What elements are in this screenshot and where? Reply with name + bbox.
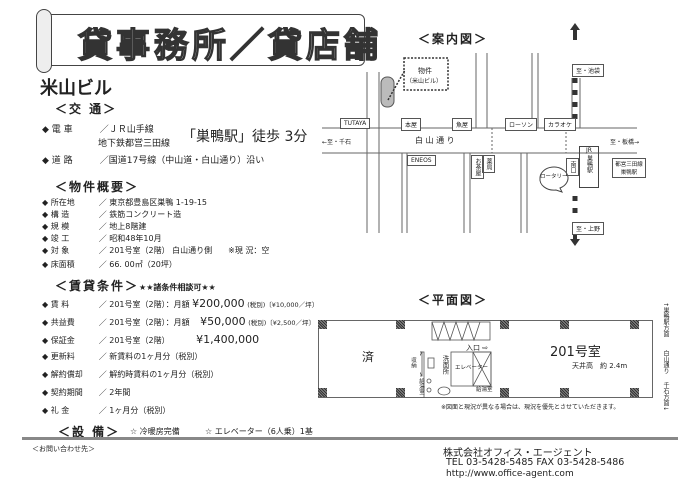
side-label-sengoku: 千石方面↓ — [662, 382, 669, 412]
ceiling-height: 天井高 約 2.4m — [572, 362, 628, 370]
company-name: 株式会社オフィス・エージェント — [443, 448, 593, 459]
terms-row: ◆ 更新料／ 新賃料の1ヶ月分（税別） — [42, 352, 203, 361]
company-phone: TEL 03-5428-5485 FAX 03-5428-5486 — [446, 457, 625, 468]
entrance-label: 入口 ⇨ — [466, 344, 489, 352]
equipment-item: ☆ エレベーター（6人乗）1基 — [205, 427, 313, 436]
divider — [22, 437, 678, 440]
train-line2: 地下鉄都営三田線 — [98, 139, 171, 149]
column — [560, 320, 569, 329]
column — [396, 388, 405, 397]
terms-row: ◆ 契約期間／ 2年間 — [42, 388, 131, 397]
elevator-label: エレベーター — [455, 365, 489, 371]
hot-water-room-label: 給湯室 — [418, 378, 424, 395]
overview-row: ◆ 構 造／ 鉄筋コンクリート造 — [42, 210, 182, 219]
karaoke-label: カラオケ — [544, 118, 577, 131]
fish-label: 魚屋 — [452, 118, 473, 131]
terms-row: ◆ 共益費／ 201号室（2階）：月額 ¥50,000 (税別)〔¥2,500／… — [42, 315, 316, 328]
column — [500, 388, 509, 397]
to-ueno-label: 至・上野 — [572, 222, 605, 235]
contact-label: ＜お問い合わせ先＞ — [32, 445, 95, 453]
overview-row: ◆ 床面積／ 66. 00㎡（20坪） — [42, 260, 177, 269]
side-label-hakusan: 白山通り — [662, 350, 669, 374]
to-ikebukuro-label: 至・池袋 — [572, 64, 605, 77]
occupied-label: 済 — [362, 350, 375, 364]
floor-plan-outline — [318, 320, 653, 398]
property-label: 物件 — [418, 67, 432, 75]
tutaya-label: TUTAYA — [340, 118, 371, 129]
terms-row: ◆ 賃 料／ 201号室（2階）：月額 ¥200,000 (税別)〔¥10,00… — [42, 297, 319, 310]
column — [318, 320, 327, 329]
company-url[interactable]: http://www.office-agent.com — [446, 469, 574, 479]
terms-row: ◆ 礼 金／ 1ヶ月分（税別） — [42, 406, 171, 415]
access-header: ＜交 通＞ — [55, 102, 118, 116]
column — [500, 320, 509, 329]
floor-plan-note: ※図面と現況が異なる場合は、現況を優先とさせていただきます。 — [441, 404, 620, 411]
overview-row: ◆ 所在地／ 東京都豊島区巣鴨 1-19-15 — [42, 198, 208, 207]
washroom-label: 洗面所 — [441, 355, 449, 375]
tea-shop-label: お茶屋 — [471, 155, 484, 179]
bookstore-label: 本屋 — [401, 118, 422, 131]
floor-plan-header: ＜平面図＞ — [418, 293, 489, 307]
map-roads — [322, 23, 637, 246]
road-row: ◆ 道 路／国道17号線（中山道・白山通り）沿い — [42, 156, 265, 166]
overview-row: ◆ 規 模／ 地上8階建 — [42, 222, 147, 231]
pharmacy-label: 薬局 — [482, 155, 495, 173]
title-banner — [36, 9, 365, 73]
equipment-item: ☆ 冷暖房完備 — [130, 427, 180, 436]
side-label-sugamo: ↑巣鴨駅方面 — [662, 302, 669, 338]
to-itabashi-label: 至・板橋→ — [610, 139, 640, 146]
column — [630, 320, 639, 329]
overview-row: ◆ 対 象／ 201号室（2階） 白山通り側 ※現 況：空 — [42, 246, 270, 255]
terms-header: ＜賃貸条件＞★★諸条件相談可★★ — [55, 279, 216, 293]
room-label: 201号室 — [550, 345, 601, 360]
floor-plan-interior — [420, 320, 492, 398]
terms-row: ◆ 解約償却／ 解約時賃料の1ヶ月分（税別） — [42, 370, 219, 379]
overview-row: ◆ 竣 工／ 昭和48年10月 — [42, 234, 162, 243]
column — [560, 388, 569, 397]
property-sub-label: （米山ビル） — [406, 78, 443, 85]
mita-station-box: 都営三田線巣鴨駅 — [612, 158, 646, 178]
map-header: ＜案内図＞ — [418, 32, 489, 46]
road-label: 白 山 通 り — [415, 136, 455, 145]
building-name: 米山ビル — [40, 78, 112, 99]
column — [630, 388, 639, 397]
to-sengoku-label: ←至・千石 — [322, 139, 352, 146]
rotary-label: ロータリー — [540, 174, 568, 180]
column — [396, 320, 405, 329]
overview-header: ＜物件概要＞ — [55, 180, 140, 194]
station-walk: 「巣鴨駅」徒歩 3分 — [182, 129, 308, 145]
hot-water-room2-label: 給湯室 — [476, 387, 493, 393]
equipment-header: ＜設 備＞ — [58, 425, 121, 439]
eneos-label: ENEOS — [407, 155, 436, 166]
page-title: 貸事務所／貸店舗 — [77, 25, 382, 66]
lawson-label: ローソン — [505, 118, 538, 131]
terms-row: ◆ 保証金／ 201号室（2階） ¥1,400,000 — [42, 333, 260, 346]
storage-label: 収納 — [410, 357, 416, 368]
column — [318, 388, 327, 397]
train-row: ◆ 電 車／ＪＲ山手線 — [42, 125, 154, 135]
south-exit-label: 南口 — [566, 158, 579, 176]
